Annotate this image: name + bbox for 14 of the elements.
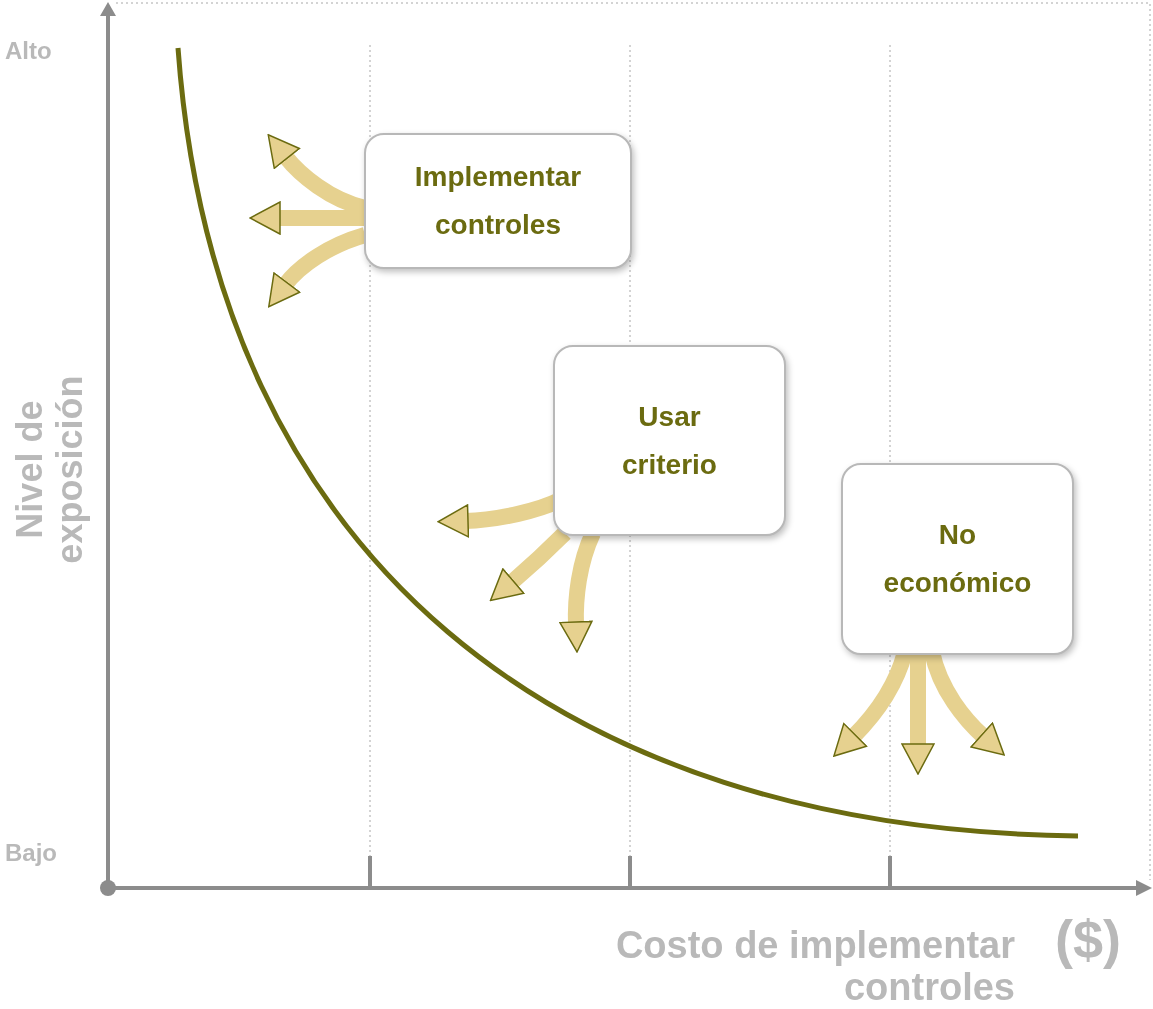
axis-title: Nivel de exposición: [10, 374, 90, 566]
box-label: Implementar controles: [413, 160, 583, 242]
axis-label: Alto: [5, 38, 52, 65]
rounded-box: [364, 133, 632, 269]
rounded-box: [553, 345, 786, 536]
rounded-box: [841, 463, 1074, 655]
arrow: [901, 652, 935, 775]
box-label: No económico: [882, 518, 1033, 600]
axis-title: Costo de implementar controles: [614, 925, 1015, 1009]
axis-label: Bajo: [5, 840, 57, 867]
axis-unit: ($): [1055, 910, 1121, 970]
arrow: [489, 527, 571, 602]
box-label: Usar criterio: [621, 399, 718, 482]
arrow: [249, 201, 365, 235]
